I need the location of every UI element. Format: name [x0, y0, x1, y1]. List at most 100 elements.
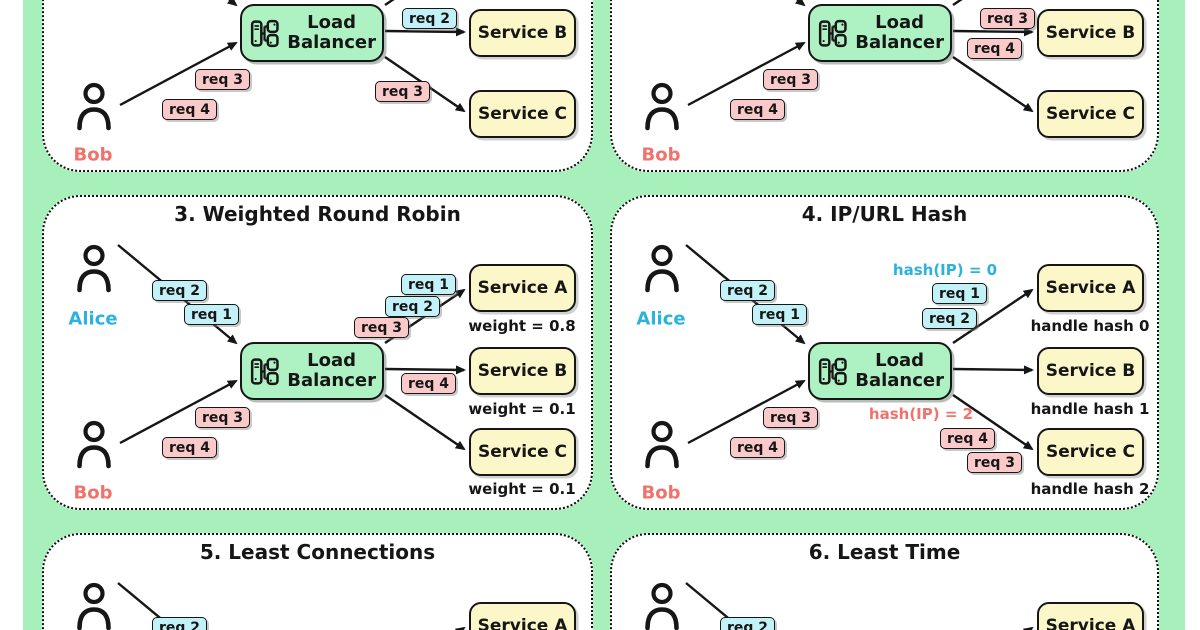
- service-box-a: Service A: [1037, 602, 1144, 630]
- request-tag: req 4: [730, 437, 786, 458]
- bob-user-icon: [640, 419, 684, 469]
- arrow-bob-lb: [687, 379, 806, 445]
- service-box-c: Service C: [469, 428, 576, 476]
- service-box-a: Service A: [469, 602, 576, 630]
- request-tag: req 3: [195, 69, 251, 90]
- request-tag: req 3: [967, 452, 1023, 473]
- user-icon: [77, 244, 111, 293]
- request-tag: req 4: [730, 99, 786, 120]
- service-box-c: Service C: [1037, 90, 1144, 138]
- request-tag: req 2: [385, 296, 441, 317]
- arrows-layer: [117, 582, 466, 630]
- user-icon: [645, 244, 679, 293]
- request-tag: req 2: [402, 8, 458, 29]
- arrow-lb-b: [384, 365, 466, 375]
- arrow-lb-c: [384, 394, 466, 451]
- user-icon: [645, 582, 679, 630]
- request-tag: req 4: [162, 99, 218, 120]
- load-balancer-icon: [818, 357, 847, 385]
- request-tag: req 4: [967, 38, 1023, 59]
- service-caption-a: handle hash 0: [1030, 317, 1150, 335]
- alice-user-icon: [72, 581, 116, 630]
- arrow-lb-a: [952, 288, 1034, 344]
- arrow-lb-c: [952, 394, 1034, 451]
- bob-user-icon: [72, 81, 116, 131]
- bob-user-icon: [640, 81, 684, 131]
- arrow-alice-lb: [226, 0, 238, 7]
- request-tag: req 1: [401, 274, 457, 295]
- bob-user-icon: [72, 419, 116, 469]
- alice-label: Alice: [68, 308, 118, 330]
- alice-user-icon: [640, 581, 684, 630]
- service-box-b: Service B: [1037, 347, 1144, 395]
- request-tag: req 3: [354, 317, 410, 338]
- hash-note: hash(IP) = 2: [868, 405, 974, 423]
- alice-label: Alice: [636, 308, 686, 330]
- user-icon: [77, 82, 111, 131]
- arrow-lb-a: [952, 0, 963, 6]
- arrow-alice-lb: [685, 582, 745, 630]
- service-box-c: Service C: [469, 90, 576, 138]
- bob-label: Bob: [641, 482, 681, 504]
- service-caption-b: handle hash 1: [1030, 400, 1150, 418]
- arrow-bob-lb: [119, 41, 238, 107]
- arrow-alice-lb: [794, 0, 806, 7]
- arrow-lb-b: [384, 27, 466, 37]
- arrow-lb-a: [384, 0, 395, 6]
- request-tag: req 3: [763, 69, 819, 90]
- request-tag: req 4: [401, 373, 457, 394]
- request-tag: req 1: [752, 304, 808, 325]
- user-icon: [645, 420, 679, 469]
- arrow-lb-b: [952, 365, 1034, 375]
- service-box-b: Service B: [469, 347, 576, 395]
- panel-title: 4. IP/URL Hash: [801, 202, 968, 226]
- request-tag: req 3: [375, 81, 431, 102]
- user-icon: [645, 82, 679, 131]
- hash-note: hash(IP) = 0: [892, 261, 998, 279]
- alice-user-icon: [72, 243, 116, 293]
- service-box-b: Service B: [469, 9, 576, 57]
- request-tag: req 3: [980, 8, 1036, 29]
- service-box-b: Service B: [1037, 9, 1144, 57]
- service-caption-c: weight = 0.1: [468, 480, 576, 498]
- user-icon: [77, 420, 111, 469]
- service-box-a: Service A: [469, 264, 576, 312]
- request-tag: req 2: [152, 617, 208, 630]
- service-caption-b: weight = 0.1: [468, 400, 576, 418]
- service-box-a: Service A: [1037, 264, 1144, 312]
- load-balancer-icon: [818, 19, 847, 47]
- bob-label: Bob: [73, 144, 113, 166]
- bob-label: Bob: [73, 482, 113, 504]
- panel-title: 5. Least Connections: [199, 540, 436, 564]
- request-tag: req 2: [720, 280, 776, 301]
- request-tag: req 1: [184, 304, 240, 325]
- panel-title: 6. Least Time: [808, 540, 961, 564]
- request-tag: req 2: [922, 308, 978, 329]
- request-tag: req 3: [763, 407, 819, 428]
- alice-user-icon: [640, 243, 684, 293]
- service-box-c: Service C: [1037, 428, 1144, 476]
- arrow-bob-lb: [687, 41, 806, 107]
- request-tag: req 4: [162, 437, 218, 458]
- arrow-alice-lb: [117, 582, 177, 630]
- request-tag: req 2: [152, 280, 208, 301]
- request-tag: req 1: [932, 283, 988, 304]
- arrow-lb-b: [952, 27, 1034, 37]
- arrow-lb-c: [952, 56, 1034, 113]
- service-caption-c: handle hash 2: [1030, 480, 1150, 498]
- arrows-layer: [687, 0, 1034, 113]
